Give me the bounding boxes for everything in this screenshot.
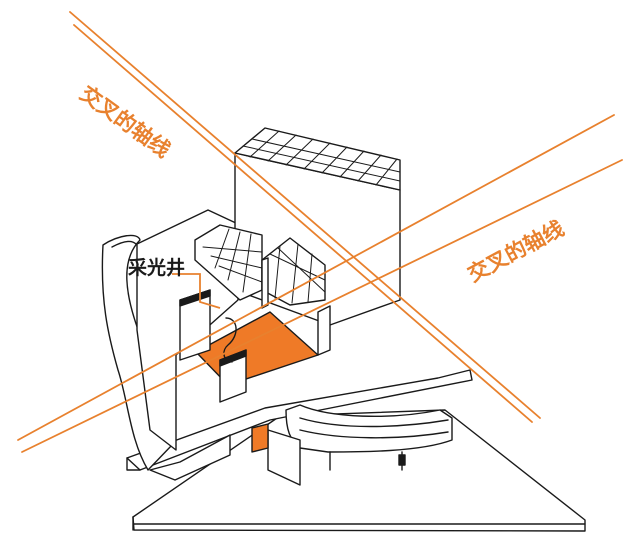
front-pillar-top <box>219 349 247 367</box>
orange-accent-block <box>251 423 269 453</box>
axis-line-2a <box>17 114 615 441</box>
crossing-axes <box>17 11 623 453</box>
bench-ledge <box>267 429 301 486</box>
roof-grid-panel <box>234 127 401 191</box>
terrace-slab <box>126 369 473 471</box>
curved-bench-rail <box>299 429 449 439</box>
curved-wall-inner <box>111 240 137 248</box>
roof-grid-lines <box>242 130 401 186</box>
skylight-leader <box>172 273 221 309</box>
building-linework <box>101 127 586 532</box>
stair-grid-lines <box>202 228 263 293</box>
axis-line-1a <box>69 11 541 419</box>
axis-line-2b <box>21 159 623 453</box>
bench-post-cap <box>398 454 406 466</box>
skylight-floor <box>195 311 319 386</box>
right-pillar <box>317 305 331 356</box>
curved-bench-inner <box>299 417 449 428</box>
axis-line-1b <box>73 24 533 423</box>
skylight-label: 采光井 <box>128 257 186 279</box>
terrace-slab-edge <box>126 457 141 471</box>
left-ledge <box>149 434 231 481</box>
partition-wall <box>261 257 269 309</box>
stair-grid-lines-2 <box>269 243 326 304</box>
curved-bench <box>285 404 453 453</box>
